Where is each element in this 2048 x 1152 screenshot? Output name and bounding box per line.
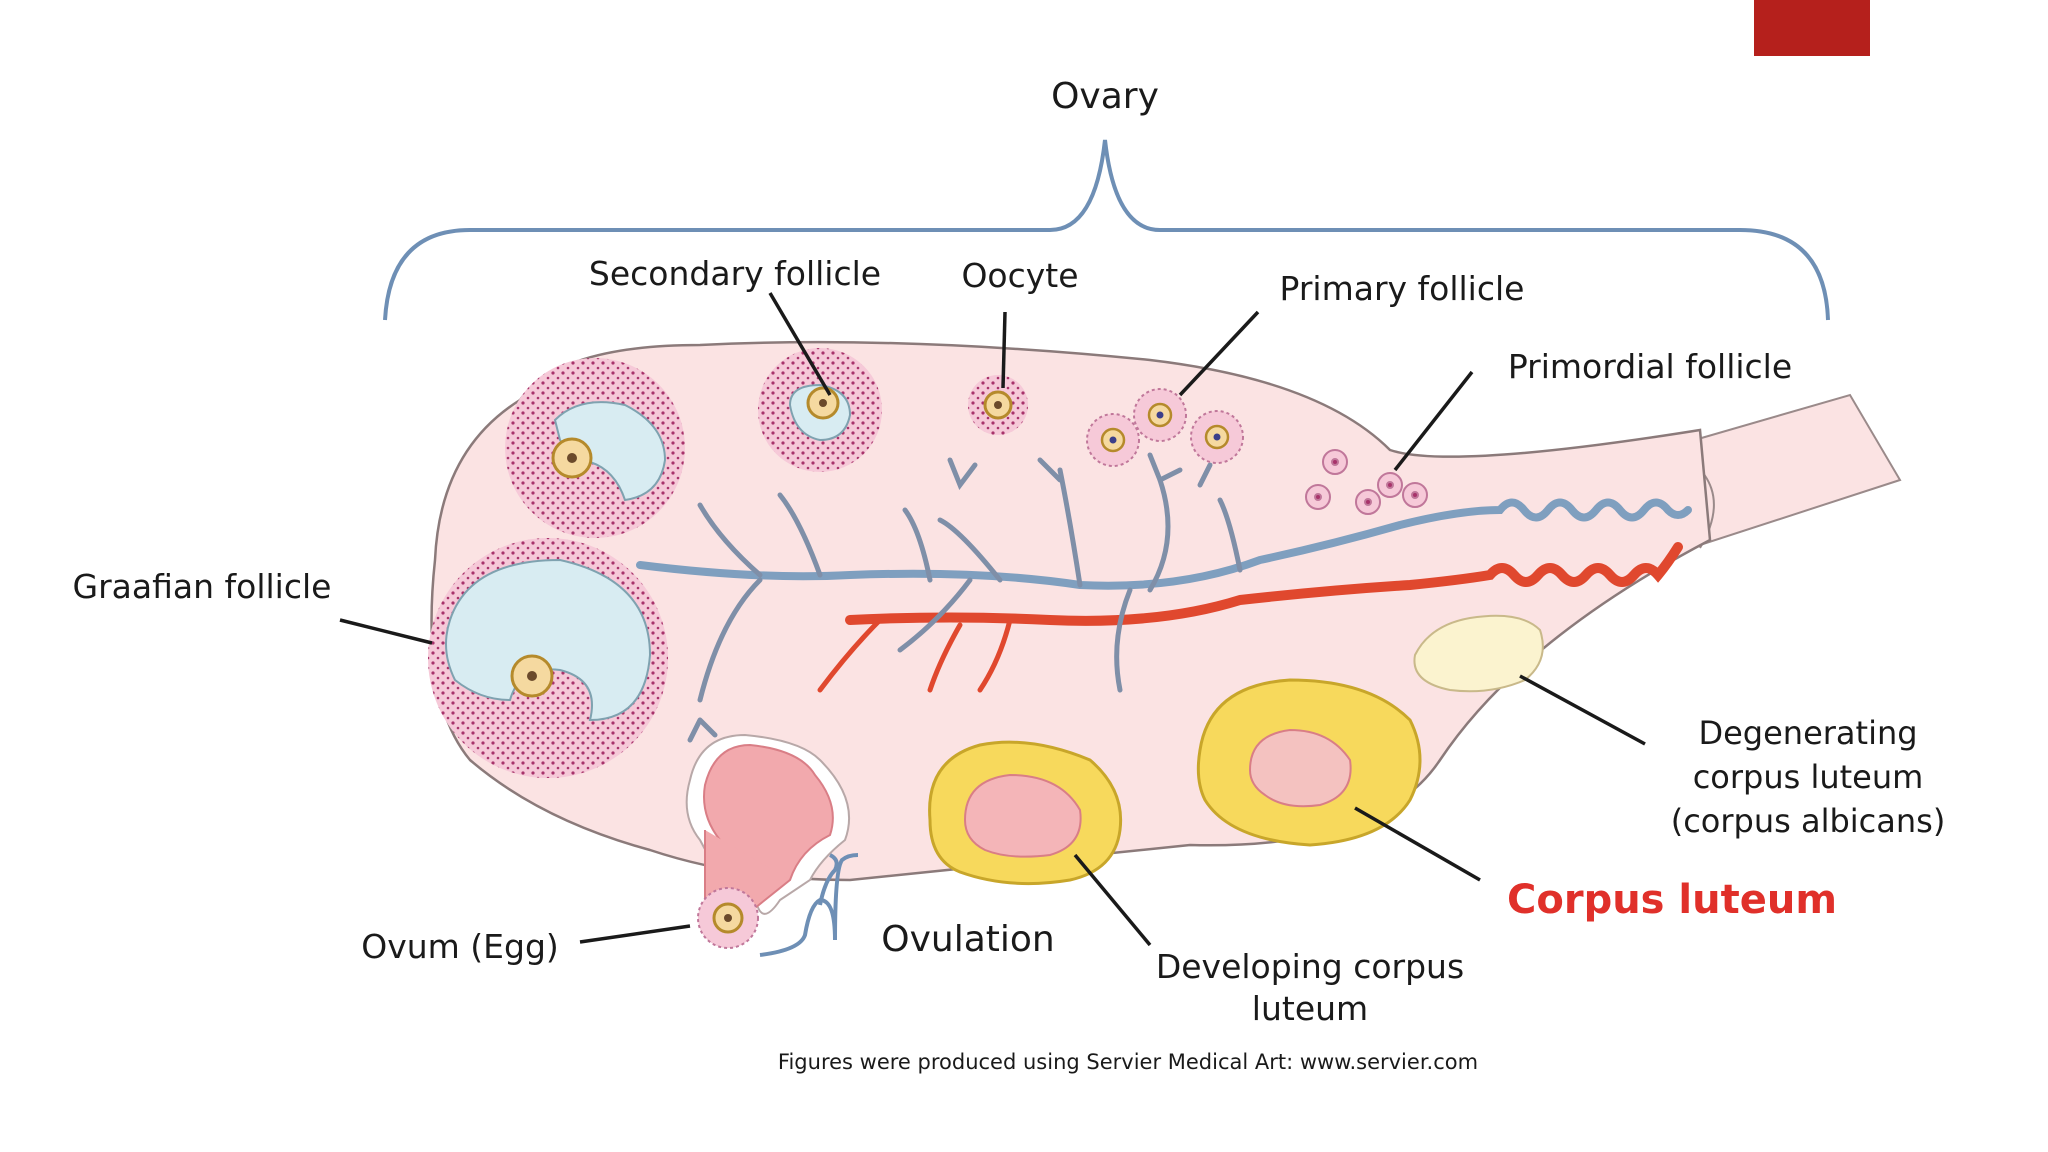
antral-follicle bbox=[505, 358, 685, 538]
label-oocyte: Oocyte bbox=[961, 256, 1078, 295]
ovary-bracket bbox=[383, 139, 1830, 321]
label-degenerating-line2: corpus luteum bbox=[1693, 758, 1924, 796]
label-ovum: Ovum (Egg) bbox=[361, 927, 559, 966]
pointer-lines bbox=[339, 292, 1646, 947]
label-secondary-follicle: Secondary follicle bbox=[589, 254, 881, 293]
secondary-follicle bbox=[758, 348, 882, 472]
label-corpus-luteum: Corpus luteum bbox=[1507, 877, 1837, 923]
artery bbox=[845, 542, 1683, 626]
label-ovary: Ovary bbox=[1051, 76, 1159, 117]
label-degenerating-line3: (corpus albicans) bbox=[1671, 802, 1946, 840]
corpus-albicans bbox=[1413, 614, 1544, 693]
label-ovulation: Ovulation bbox=[881, 919, 1054, 960]
oocyte-follicle bbox=[968, 375, 1028, 435]
primary-follicles bbox=[1086, 388, 1244, 467]
label-developing-line2: luteum bbox=[1252, 989, 1368, 1028]
ruptured-follicle bbox=[685, 733, 851, 949]
vein bbox=[636, 498, 1692, 590]
label-primary-follicle: Primary follicle bbox=[1280, 269, 1525, 308]
developing-corpus-luteum bbox=[928, 740, 1123, 886]
graafian-follicle bbox=[428, 538, 668, 778]
accent-tab bbox=[1754, 0, 1870, 56]
ovulation-bracket bbox=[759, 853, 859, 957]
credit-text: Figures were produced using Servier Medi… bbox=[778, 1050, 1478, 1074]
artery-branches bbox=[817, 617, 1013, 693]
label-degenerating-line1: Degenerating bbox=[1698, 714, 1917, 752]
primordial-follicles bbox=[1305, 449, 1428, 515]
label-graafian-follicle: Graafian follicle bbox=[73, 567, 332, 606]
corpus-luteum bbox=[1196, 678, 1422, 847]
ovulation-bracket-tip bbox=[818, 853, 839, 906]
vessel-branches bbox=[687, 452, 1243, 743]
label-primordial-follicle: Primordial follicle bbox=[1508, 347, 1792, 386]
label-developing-line1: Developing corpus bbox=[1156, 947, 1464, 986]
